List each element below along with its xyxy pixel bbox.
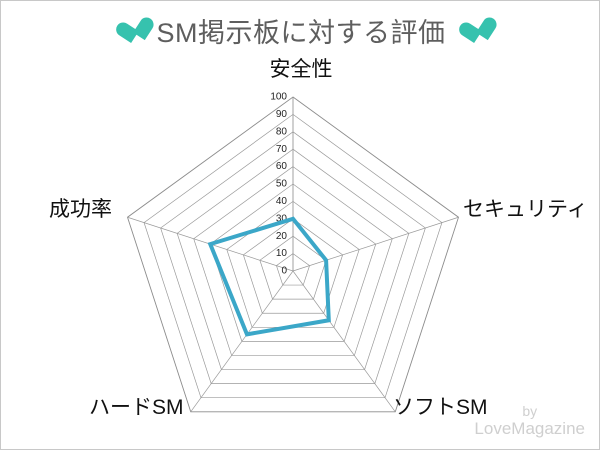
axis-label-hard-sm: ハードSM <box>89 396 184 419</box>
radar-tick-label: 80 <box>276 126 288 137</box>
radar-tick-label: 70 <box>276 144 288 155</box>
radar-tick-label: 30 <box>276 213 288 224</box>
radar-tick-label: 50 <box>276 179 288 190</box>
grid-ring <box>160 131 426 384</box>
radar-spoke <box>292 270 396 412</box>
grid-ring <box>276 253 310 286</box>
grid-ring <box>242 218 344 314</box>
radar-grid-rings <box>126 96 460 413</box>
radar-series-polygon <box>207 216 331 337</box>
credit-block: by LoveMagazine <box>474 403 585 439</box>
grid-ring <box>143 113 443 399</box>
radar-tick-label: 100 <box>270 92 287 103</box>
grid-ring <box>176 148 410 370</box>
credit-by-label: by <box>522 403 538 420</box>
chart-title-row: SM掲示板に対する評価 <box>1 11 600 55</box>
axis-label-success-rate: 成功率 <box>49 198 112 221</box>
radar-tick-label: 90 <box>276 109 288 120</box>
radar-tick-label: 40 <box>276 196 288 207</box>
credit-source-name: LoveMagazine <box>474 419 585 439</box>
radar-tick-labels: 0 10 20 30 40 50 60 70 80 90 100 <box>270 92 287 277</box>
grid-ring <box>193 166 393 356</box>
axis-label-soft-sm: ソフトSM <box>393 396 488 419</box>
grid-ring <box>126 96 460 413</box>
radar-spoke <box>190 270 294 412</box>
axis-label-safety: 安全性 <box>269 58 333 81</box>
page-title: SM掲示板に対する評価 <box>156 17 446 48</box>
radar-tick-label: 0 <box>281 266 287 277</box>
grid-ring <box>209 183 377 342</box>
radar-tick-label: 60 <box>276 161 288 172</box>
radar-spoke <box>292 216 459 272</box>
radar-tick-label: 10 <box>276 248 288 259</box>
radar-tick-label: 20 <box>276 231 288 242</box>
axis-label-security: セキュリティ <box>463 198 588 221</box>
